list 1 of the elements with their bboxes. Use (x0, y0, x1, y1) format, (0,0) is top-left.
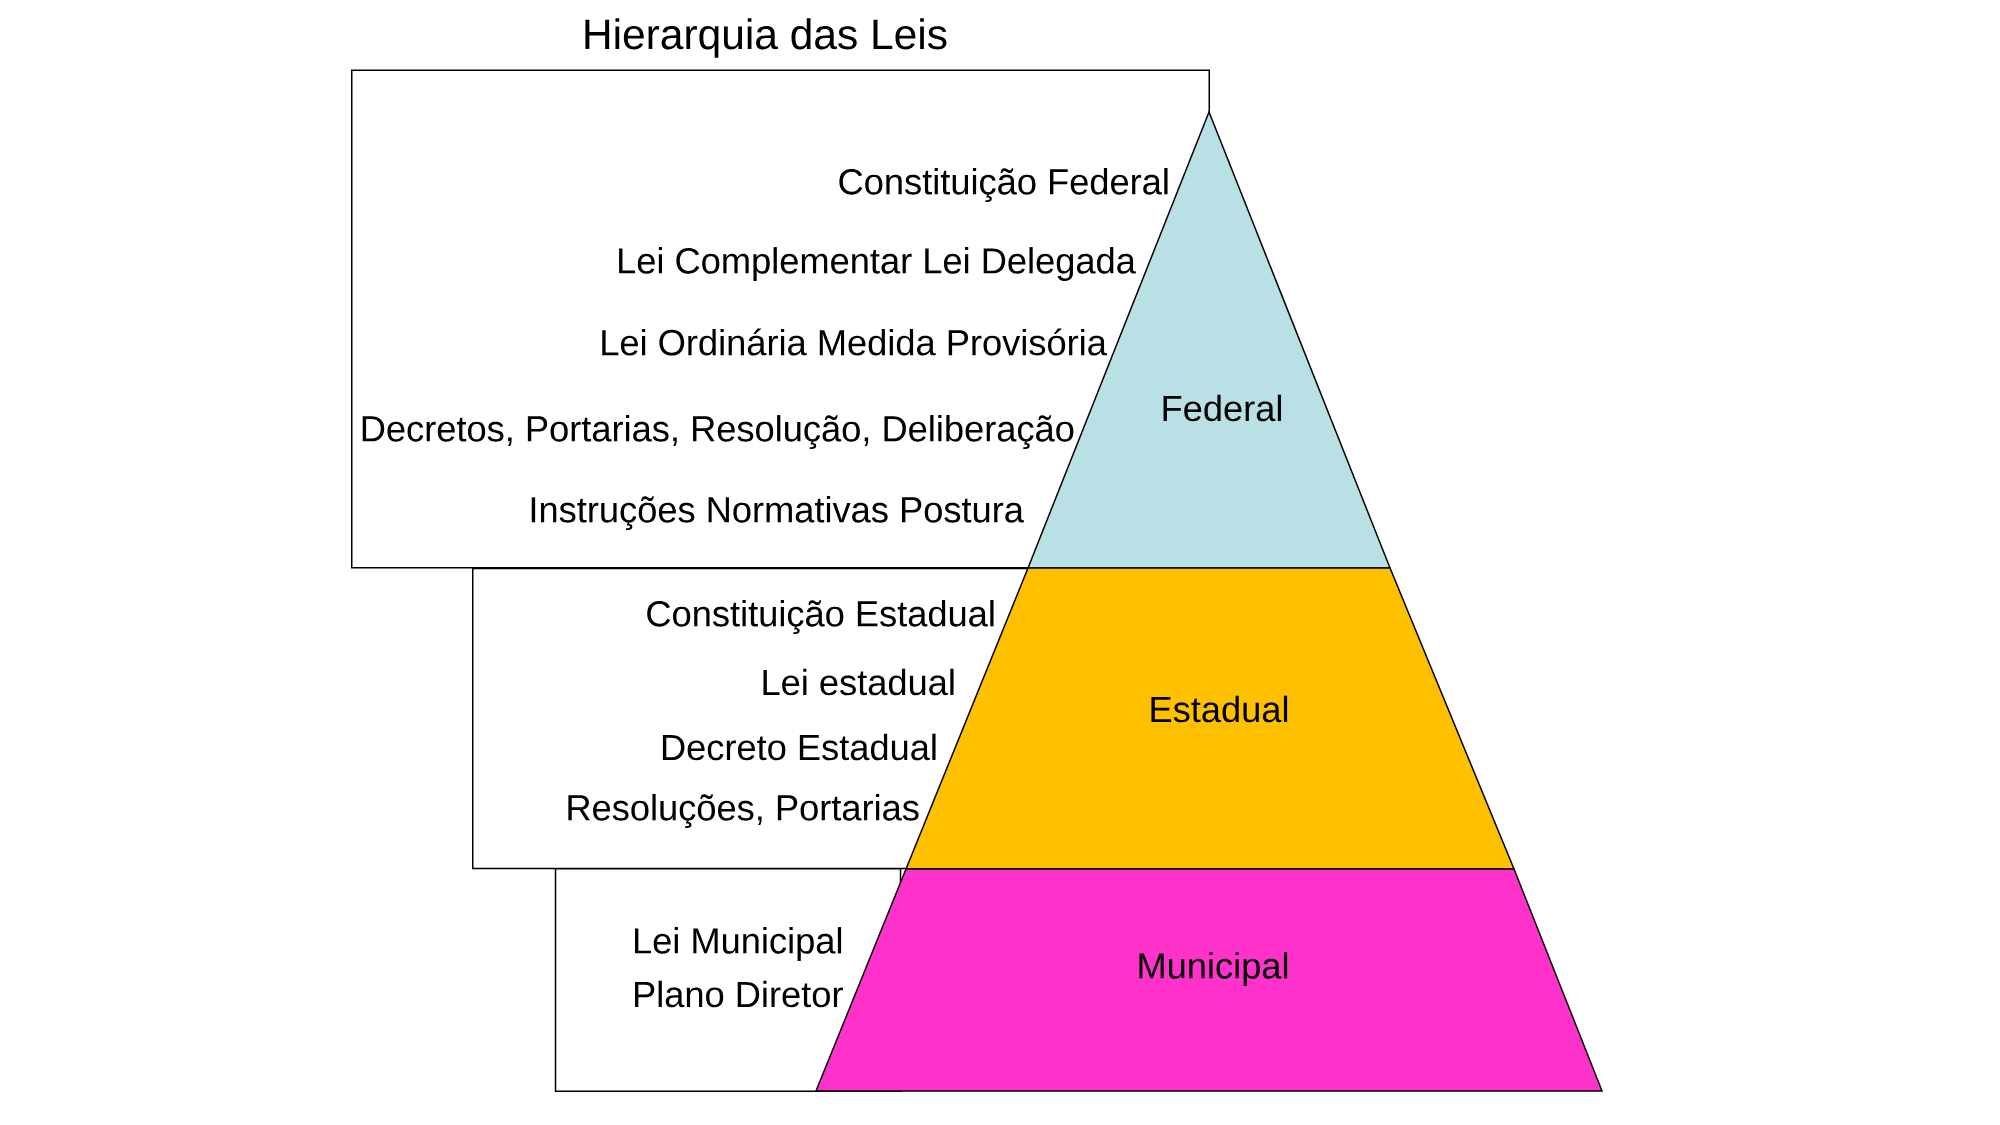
title: Hierarquia das Leis (585, 18, 947, 58)
